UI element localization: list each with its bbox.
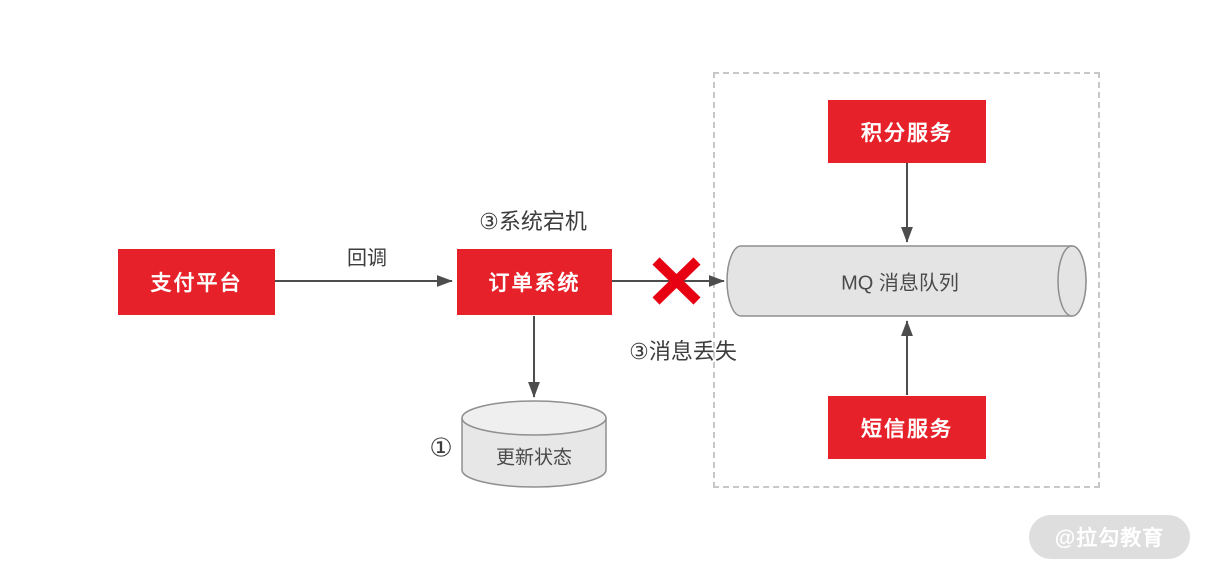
node-order-label: 订单系统	[488, 272, 581, 295]
node-payment-platform: 支付平台	[118, 249, 275, 315]
edge-label-callback: 回调	[347, 247, 387, 270]
node-points-service: 积分服务	[828, 100, 986, 163]
node-points-label: 积分服务	[861, 121, 953, 145]
node-payment-label: 支付平台	[150, 272, 243, 295]
node-sms-label: 短信服务	[861, 417, 953, 441]
db-update-status-label: 更新状态	[495, 447, 573, 469]
step-one-badge: ①	[429, 432, 453, 463]
watermark-text: @拉勾教育	[1054, 527, 1165, 550]
watermark-badge: @拉勾教育	[1029, 515, 1190, 559]
node-sms-service: 短信服务	[828, 396, 986, 459]
failure-cross-icon	[652, 257, 701, 305]
mq-queue-label: MQ 消息队列	[841, 272, 959, 295]
annotation-message-loss: ③消息丢失	[629, 339, 737, 364]
node-order-system: 订单系统	[457, 249, 612, 315]
annotation-system-down: ③系统宕机	[479, 209, 587, 234]
